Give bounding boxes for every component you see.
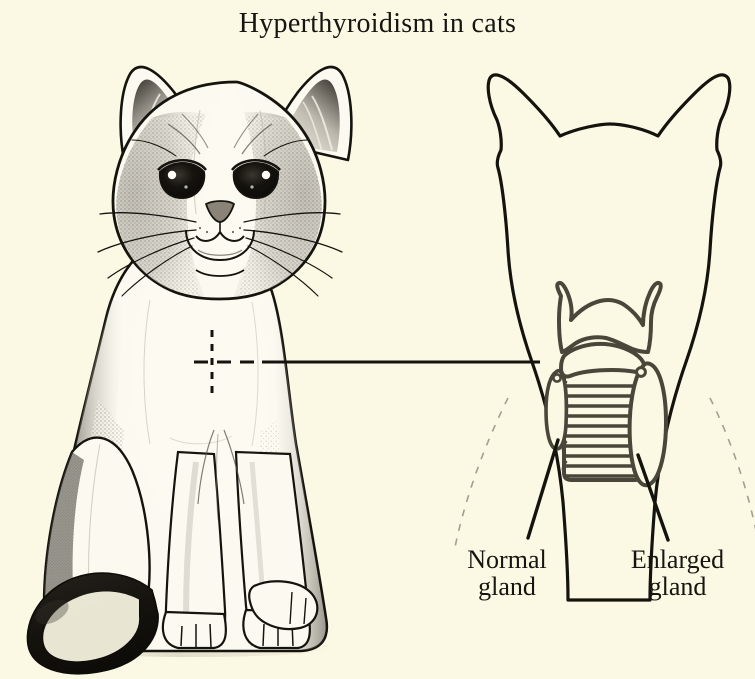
shoulder-guide-lines xyxy=(453,397,755,553)
label-normal-line1: Normal xyxy=(467,545,547,574)
label-enlarged-gland: Enlarged gland xyxy=(590,546,755,601)
cricoid-cartilage xyxy=(559,341,648,379)
normal-thyroid-lobe xyxy=(544,368,569,451)
enlarged-thyroid-lobe xyxy=(627,361,668,488)
label-enlarged-line1: Enlarged xyxy=(630,545,725,574)
label-enlarged-line2: gland xyxy=(648,572,707,602)
leader-line-enlarged xyxy=(636,453,670,542)
cat-whiskers xyxy=(97,139,343,297)
leader-line-normal xyxy=(526,438,560,540)
label-leader-lines xyxy=(526,438,670,542)
label-normal-gland: Normal gland xyxy=(427,546,587,601)
cat-muzzle xyxy=(185,226,255,262)
cat-eyes xyxy=(157,158,281,200)
cat-paws xyxy=(161,580,319,650)
cat-nose xyxy=(205,200,235,232)
thyroid-cartilage xyxy=(555,280,663,354)
label-normal-line2: gland xyxy=(478,572,536,602)
tracheal-rings xyxy=(563,384,643,478)
page-title: Hyperthyroidism in cats xyxy=(238,8,517,39)
cat-tail xyxy=(26,572,159,675)
